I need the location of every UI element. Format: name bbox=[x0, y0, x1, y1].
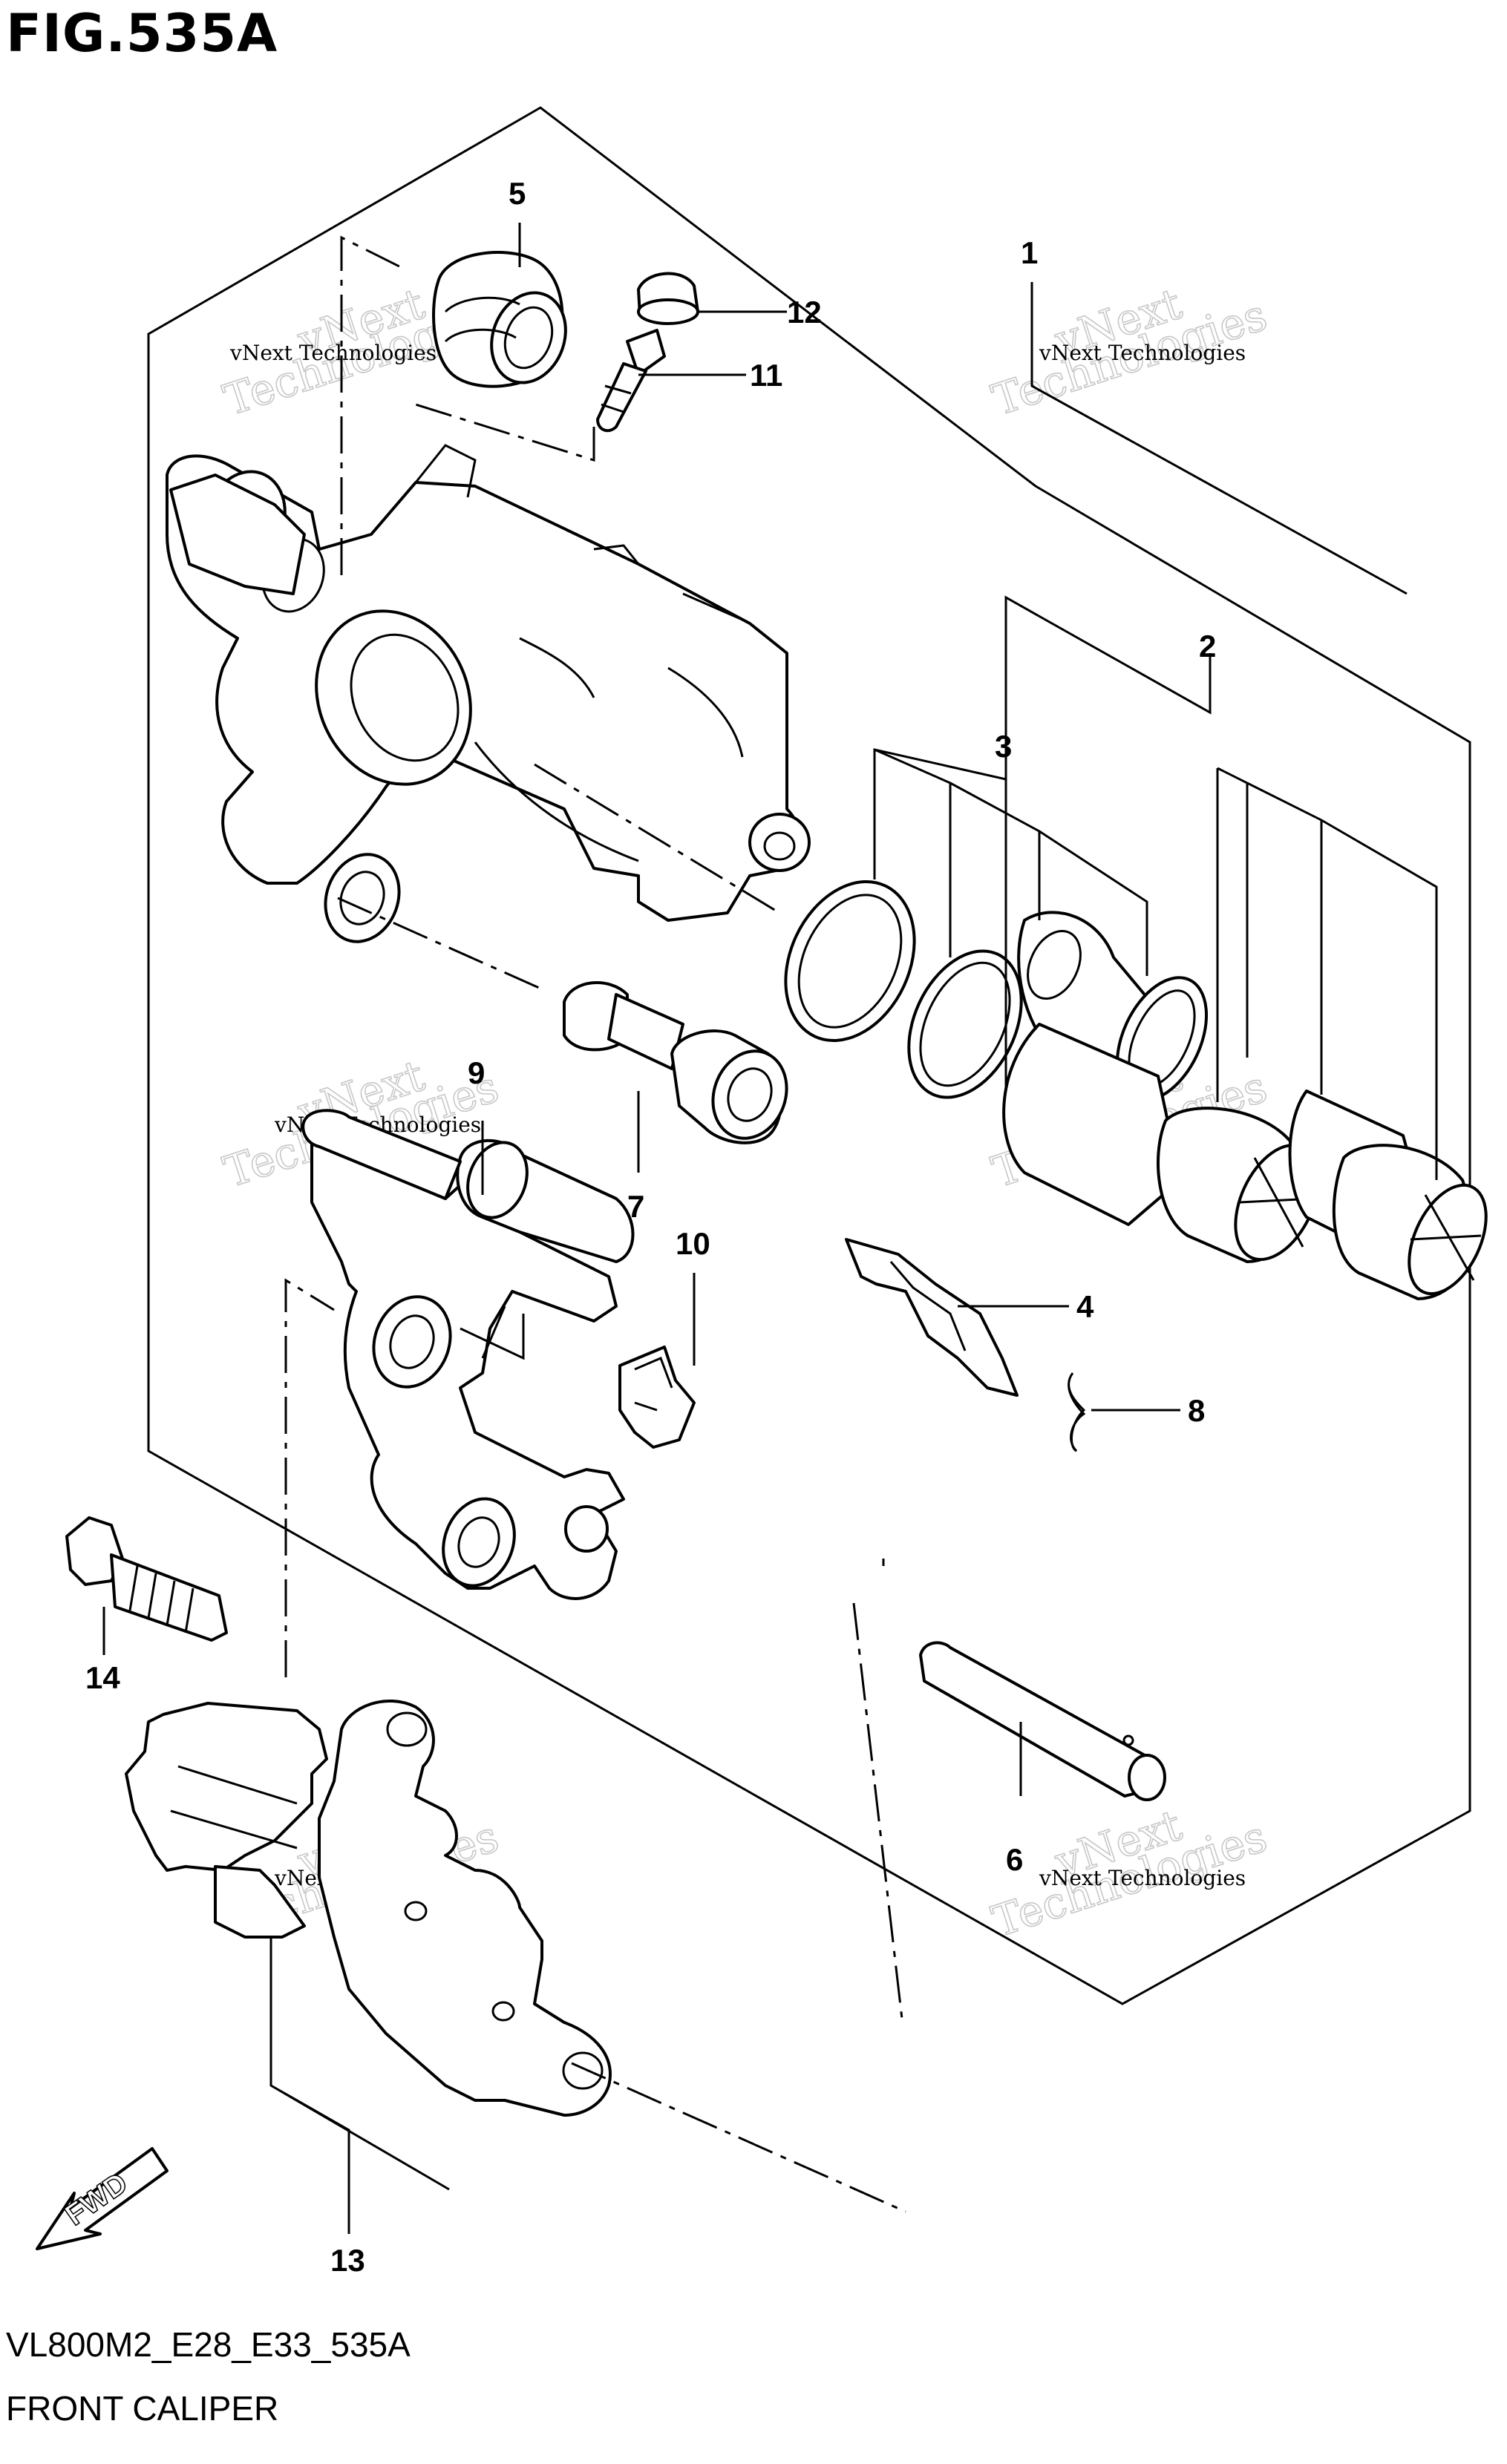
callout-2: 2 bbox=[1199, 629, 1216, 663]
callout-14: 14 bbox=[85, 1660, 120, 1695]
part-11-bleeder-valve bbox=[596, 329, 666, 433]
part-7-slide-pin bbox=[563, 981, 788, 1144]
callout-13: 13 bbox=[330, 2243, 365, 2278]
part-4-pad-spring bbox=[845, 1238, 1019, 1397]
watermark-6: Technologies vNext vNext Technologies bbox=[986, 1799, 1274, 1947]
diagram-subtitle: FRONT CALIPER bbox=[6, 2389, 279, 2428]
svg-text:vNext Technologies: vNext Technologies bbox=[229, 341, 437, 365]
callout-9: 9 bbox=[468, 1055, 485, 1090]
diagram-code: VL800M2_E28_E33_535A bbox=[6, 2325, 411, 2364]
callout-1: 1 bbox=[1021, 235, 1038, 270]
caliper-body bbox=[166, 444, 811, 943]
svg-text:vNext Technologies: vNext Technologies bbox=[1039, 1866, 1246, 1890]
leader-lines bbox=[102, 223, 1438, 2234]
part-12-bleeder-cap bbox=[637, 272, 699, 325]
part-8-clip bbox=[1068, 1372, 1086, 1452]
watermark-2: Technologies vNext vNext Technologies bbox=[986, 278, 1274, 426]
callout-5: 5 bbox=[509, 176, 526, 211]
part-2-piston-b bbox=[1288, 1090, 1488, 1300]
part-5-boot bbox=[432, 251, 567, 388]
fwd-direction-arrow: FWD bbox=[36, 2147, 169, 2250]
part-9-caliper-bracket bbox=[301, 1109, 635, 1600]
callout-12: 12 bbox=[787, 295, 822, 330]
part-3-piston-seal-b bbox=[907, 949, 1023, 1099]
part-14-mounting-bolt bbox=[65, 1516, 228, 1642]
part-13-brake-pads bbox=[125, 1700, 612, 2117]
part-3-piston-seal-a bbox=[784, 880, 916, 1042]
callout-labels: 1 2 3 4 5 6 7 8 9 10 11 12 13 14 bbox=[85, 176, 1216, 2278]
callout-7: 7 bbox=[627, 1189, 644, 1224]
callout-3: 3 bbox=[995, 729, 1012, 764]
part-10-pad-clip bbox=[618, 1346, 696, 1449]
callout-4: 4 bbox=[1076, 1289, 1094, 1324]
svg-text:vNext Technologies: vNext Technologies bbox=[1039, 341, 1246, 365]
callout-6: 6 bbox=[1006, 1842, 1023, 1877]
callout-8: 8 bbox=[1188, 1393, 1205, 1428]
assembly-outline bbox=[147, 106, 1471, 2005]
figure-title: FIG.535A bbox=[6, 3, 278, 64]
part-6-pad-pin bbox=[919, 1641, 1166, 1801]
callout-11: 11 bbox=[750, 358, 782, 393]
callout-10: 10 bbox=[676, 1226, 710, 1261]
